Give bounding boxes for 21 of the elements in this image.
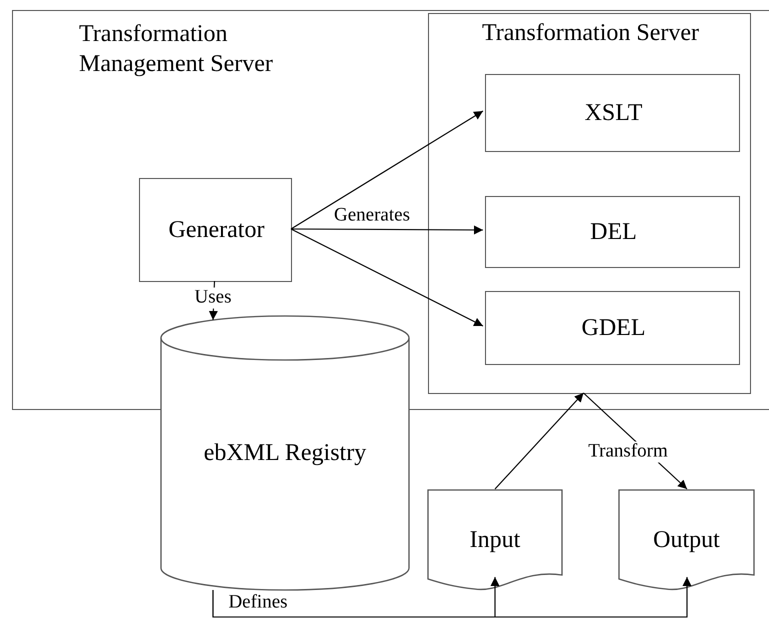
node-label: DEL — [589, 218, 638, 247]
arrow — [291, 225, 483, 234]
node-label: XSLT — [584, 99, 644, 128]
process-box — [485, 74, 740, 152]
node-label: Input — [468, 526, 522, 555]
group-title: Transformation Management Server — [79, 20, 274, 79]
arrow — [290, 228, 484, 326]
node-label: GDEL — [580, 314, 646, 343]
edge-label: Uses — [194, 288, 232, 308]
process-box — [485, 291, 740, 365]
arrow — [212, 577, 692, 618]
arrow — [494, 392, 584, 490]
edge-label: Transform — [587, 442, 669, 462]
node-label: Generator — [168, 216, 266, 245]
arrow — [290, 110, 484, 230]
node-label: ebXML Registry — [202, 439, 368, 468]
process-box — [139, 178, 292, 282]
process-box — [485, 196, 740, 268]
node-label: Output — [652, 526, 721, 555]
process-box — [428, 13, 751, 394]
group-title: Transformation Server — [480, 19, 700, 48]
